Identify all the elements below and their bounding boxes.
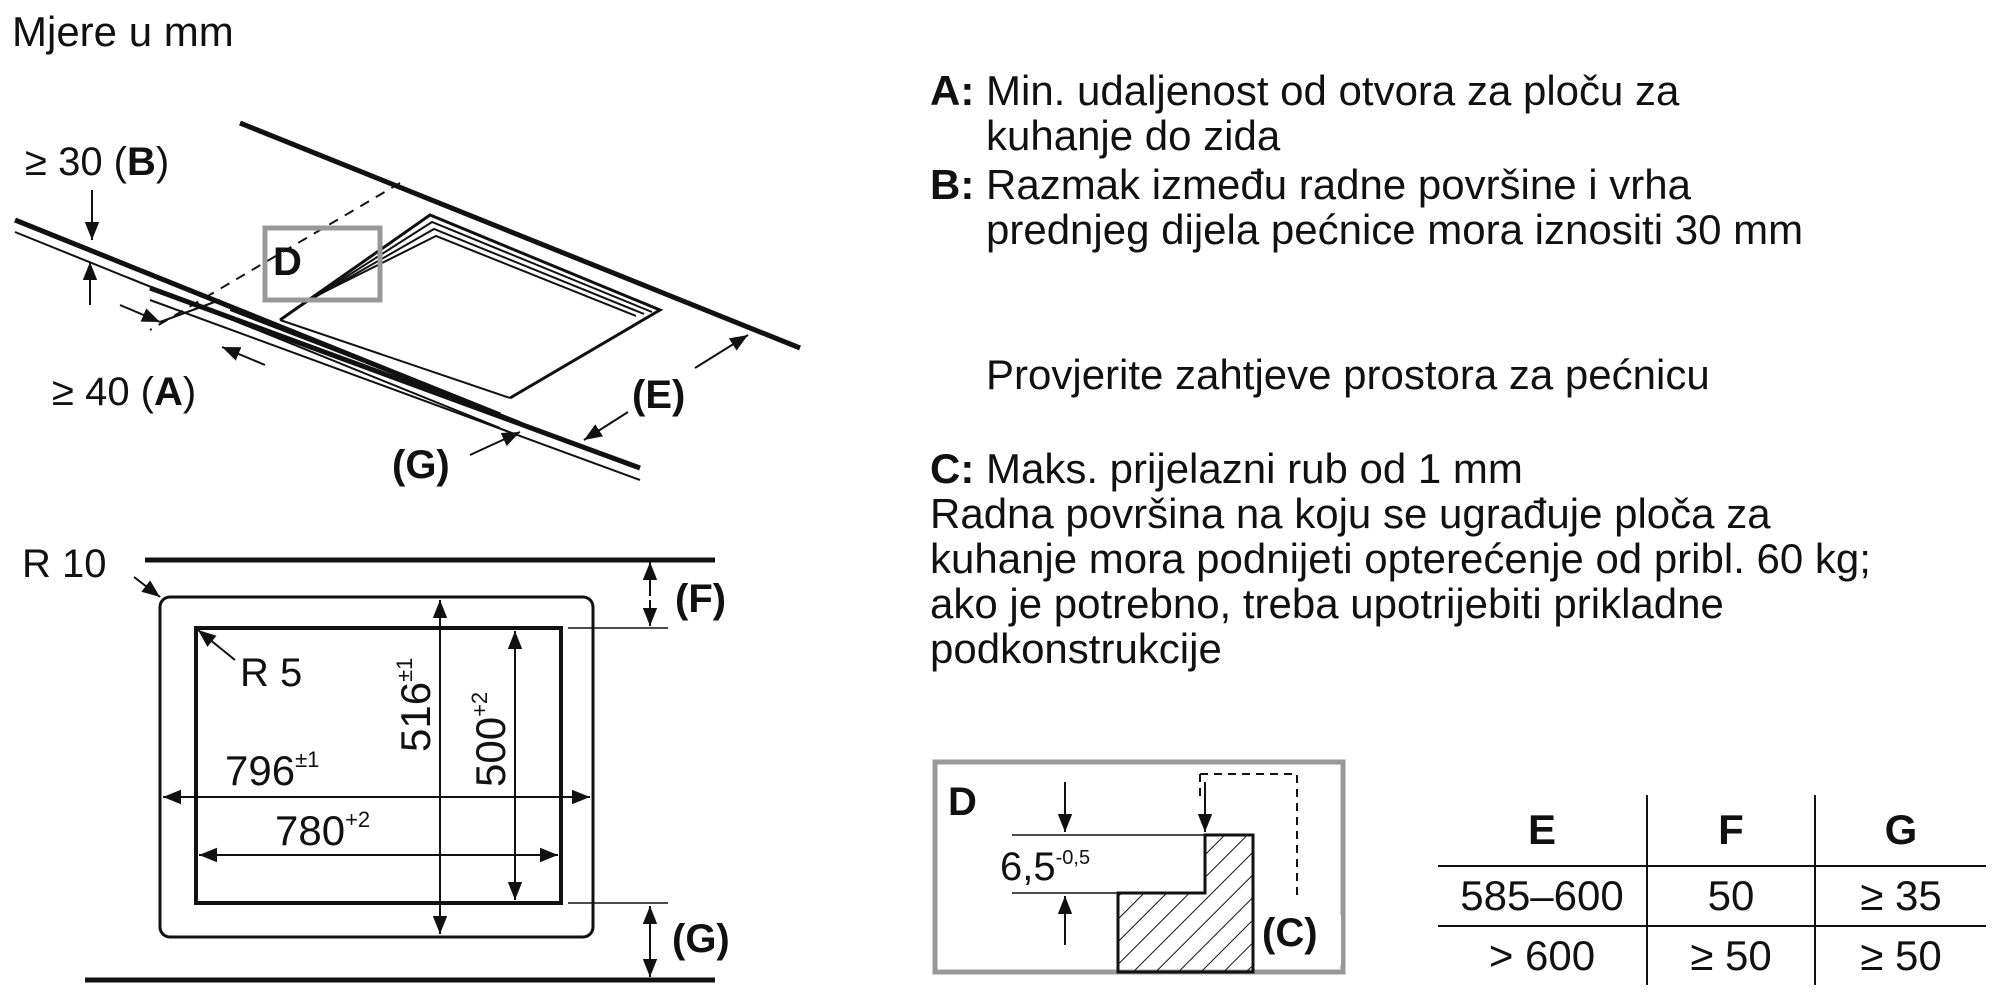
table-row: > 600 ≥ 50 ≥ 50 xyxy=(1438,925,1986,985)
dim-500-label: 500+2 xyxy=(467,692,514,787)
table-row: 585–600 50 ≥ 35 xyxy=(1438,865,1986,926)
hob-cutout xyxy=(279,213,664,400)
countertop-profile xyxy=(1116,833,1255,974)
table-cell: 585–600 xyxy=(1438,865,1648,926)
detail-d: D 6,5-0,5 (C) xyxy=(932,759,1346,975)
dim-b-label: ≥ 30 (B) xyxy=(25,140,169,184)
dim-g-top-label: (G) xyxy=(392,443,450,487)
spacing-table: E F G 585–600 50 ≥ 35 > 600 ≥ 50 ≥ 50 xyxy=(1438,795,1986,985)
note-b: B:Razmak između radne površine i vrha pr… xyxy=(930,161,1804,253)
perspective-view: D ≥ 30 (B) ≥ 40 (A) (E) (G) xyxy=(14,120,801,487)
dim-516-label: 516±1 xyxy=(392,658,439,752)
note-a: A:Min. udaljenost od otvora za ploču za … xyxy=(930,67,1680,159)
detail-c-label: (C) xyxy=(1262,911,1318,955)
detail-d-label: D xyxy=(273,240,302,284)
units-label: Mjere u mm xyxy=(12,8,234,55)
outer-cutout xyxy=(158,595,595,939)
table-cell: ≥ 35 xyxy=(1815,865,1986,926)
note-c: C:Maks. prijelazni rub od 1 mm Radna pov… xyxy=(930,445,1871,672)
table-cell: ≥ 50 xyxy=(1815,925,1986,985)
inner-cutout xyxy=(194,626,563,905)
dim-a-label: ≥ 40 (A) xyxy=(52,370,196,414)
detail-d-box-label: D xyxy=(948,780,977,824)
table-header: E xyxy=(1438,795,1648,866)
detail-dim-label: 6,5-0,5 xyxy=(1000,845,1090,889)
dim-780-label: 780+2 xyxy=(275,807,370,854)
dim-g-plan-label: (G) xyxy=(672,917,730,961)
dim-796-label: 796±1 xyxy=(225,747,319,794)
detail-d-marker xyxy=(262,225,383,303)
note-check: Provjerite zahtjeve prostora za pećnicu xyxy=(986,351,1710,398)
table-header: G xyxy=(1884,806,1918,853)
radius-inner-label: R 5 xyxy=(240,651,302,695)
dim-e-label: (E) xyxy=(632,373,685,417)
table-cell: 50 xyxy=(1647,865,1816,926)
table-header: F xyxy=(1647,795,1816,866)
plan-view: R 10 R 5 (F) (G) 796±1 780+2 516±1 500+2 xyxy=(22,542,730,983)
radius-outer-label: R 10 xyxy=(22,542,107,586)
dim-f-label: (F) xyxy=(675,577,726,621)
table-cell: ≥ 50 xyxy=(1647,925,1816,985)
table-cell: > 600 xyxy=(1438,925,1648,985)
